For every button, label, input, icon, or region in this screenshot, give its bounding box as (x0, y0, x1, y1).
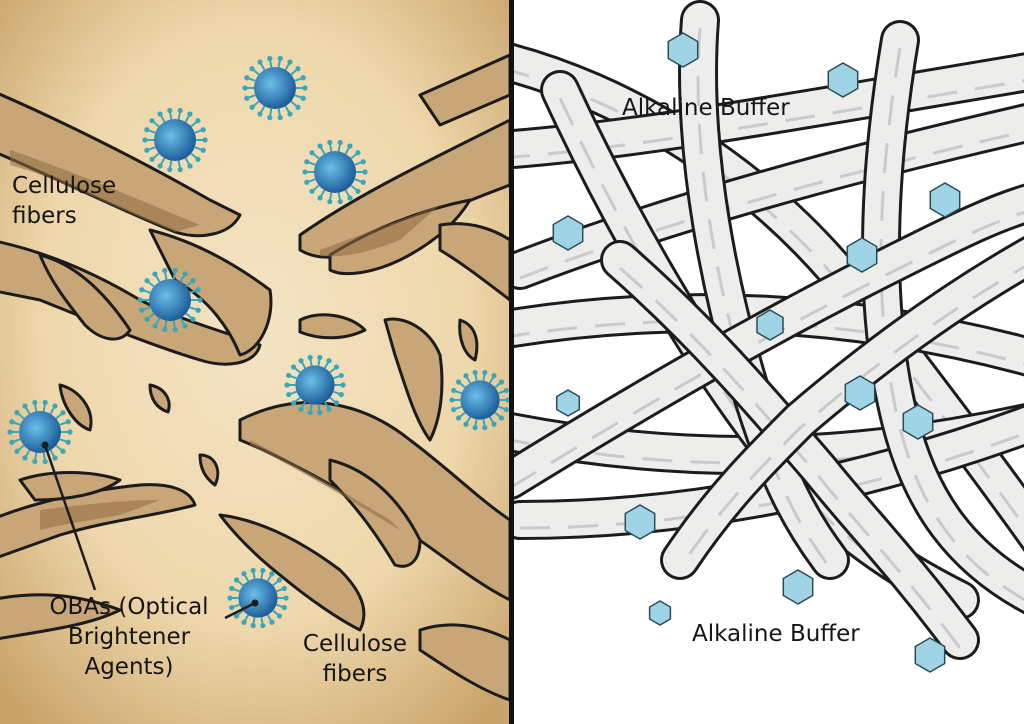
hexagon-icon (667, 32, 699, 68)
leader-dot (41, 441, 49, 449)
cellulose-fibers-healthy (514, 0, 1024, 660)
virus-particle-icon (242, 55, 308, 121)
hexagon-icon (552, 215, 584, 251)
cellulose-fibers-degraded (0, 53, 510, 702)
hexagon-icon (555, 389, 581, 417)
hexagon-icon (844, 375, 876, 411)
hexagon-icon (914, 637, 946, 673)
virus-particle-icon (7, 399, 73, 465)
fiber-shadows (10, 150, 440, 530)
hexagon-icon (827, 62, 859, 98)
alkaline-buffer-particles (552, 32, 961, 673)
virus-particle-icon (227, 567, 289, 629)
virus-particle-icon (284, 354, 346, 416)
oba-leader-line-2 (224, 601, 256, 620)
hexagon-icon (902, 404, 934, 440)
white-cellulose-fiber (514, 52, 1024, 169)
hexagon-icon (782, 569, 814, 605)
hexagon-icon (624, 504, 656, 540)
label-cellulose-fibers-bottom: Cellulose fibers (302, 631, 408, 687)
label-obas: OBAs (Optical Brightener Agents) (49, 594, 209, 680)
virus-particle-icon (142, 107, 208, 173)
leader-dot-2 (251, 599, 259, 607)
virus-particle-icon (449, 369, 510, 431)
label-alkaline-buffer-bottom: Alkaline Buffer (692, 621, 860, 647)
left-panel (0, 0, 510, 724)
label-cellulose-fibers-top: Cellulose fibers (12, 173, 117, 229)
oba-particles (7, 55, 510, 629)
oba-leader-line (43, 444, 97, 591)
hexagon-icon (846, 237, 878, 273)
white-cellulose-fiber (660, 236, 1024, 580)
hexagon-icon (756, 309, 784, 341)
virus-particle-icon (302, 139, 368, 205)
white-cellulose-fiber (514, 183, 1024, 500)
hexagon-icon (648, 600, 672, 626)
right-panel (514, 0, 1024, 724)
white-cellulose-fiber (514, 103, 1024, 290)
hexagon-icon (929, 182, 961, 218)
panel-divider (509, 0, 514, 724)
white-cellulose-fiber (600, 240, 980, 660)
white-cellulose-fiber (861, 20, 1024, 615)
virus-particle-icon (137, 267, 203, 333)
label-alkaline-buffer-top: Alkaline Buffer (622, 95, 790, 121)
